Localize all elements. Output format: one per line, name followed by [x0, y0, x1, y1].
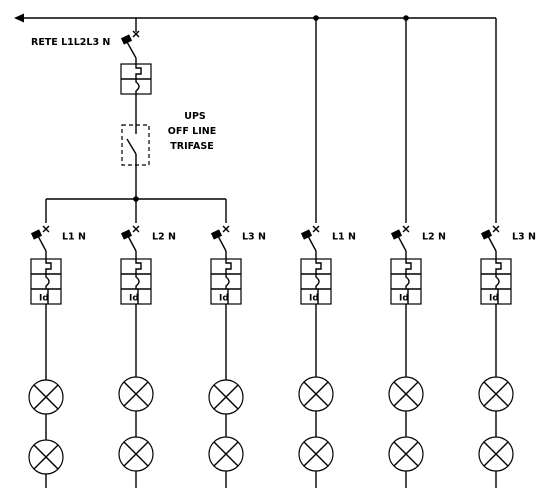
magnetic-trip-icon	[225, 274, 230, 289]
branch-phase-label: L2 N	[422, 232, 446, 243]
rcd-label: Id	[129, 294, 139, 304]
contact-cross-icon	[312, 225, 320, 233]
branch-phase-label: L1 N	[332, 232, 356, 243]
lamp-icon	[388, 436, 424, 472]
breaker-actuator-icon	[120, 229, 133, 240]
lamp-icon	[388, 376, 424, 412]
thermal-trip-icon	[45, 259, 52, 274]
magnetic-trip-icon	[405, 274, 410, 289]
branch-switch-blade	[487, 235, 497, 252]
ups-label-line-2: OFF LINE	[168, 126, 216, 137]
rcd-breaker-block: Id	[120, 258, 152, 305]
lamp-icon	[208, 436, 244, 472]
thermal-trip-icon	[225, 259, 232, 274]
direct-risers	[315, 18, 497, 223]
main-breaker	[120, 30, 152, 95]
lamp-icon	[118, 376, 154, 412]
thermal-trip-icon	[135, 259, 142, 274]
rcd-label: Id	[219, 294, 229, 304]
branch-circuit: L1 N Id	[28, 225, 86, 488]
branch-switch-blade	[307, 235, 317, 252]
breaker-actuator-icon	[210, 229, 223, 240]
lamp-icon	[298, 376, 334, 412]
branch-switch-blade	[217, 235, 227, 252]
rcd-breaker-block: Id	[300, 258, 332, 305]
contact-cross-icon	[402, 225, 410, 233]
branch-circuit: L2 N Id	[388, 225, 446, 488]
thermal-trip-icon	[135, 64, 142, 79]
supply-arrow-icon	[14, 13, 24, 23]
branch-circuit: L2 N Id	[118, 225, 176, 488]
branch-circuits: L1 N Id L2 N Id L3 N Id L1 N Id L2 N Id L3 N Id	[28, 225, 536, 488]
ups-label-line-1: UPS	[184, 111, 206, 122]
magnetic-trip-icon	[135, 274, 140, 289]
lamp-icon	[478, 436, 514, 472]
lamp-icon	[208, 379, 244, 415]
ups-switch-symbol	[121, 94, 150, 202]
contact-cross-icon	[132, 30, 140, 38]
breaker-actuator-icon	[30, 229, 43, 240]
ups-label-line-3: TRIFASE	[170, 141, 213, 152]
branch-circuit: L1 N Id	[298, 225, 356, 488]
magnetic-trip-icon	[135, 79, 140, 94]
thermal-trip-icon	[315, 259, 322, 274]
branch-switch-blade	[127, 235, 137, 252]
thermal-trip-icon	[405, 259, 412, 274]
breaker-actuator-icon	[120, 34, 133, 45]
lamp-icon	[28, 379, 64, 415]
rcd-label: Id	[489, 294, 499, 304]
rcd-label: Id	[309, 294, 319, 304]
ups-branch-stubs	[45, 199, 227, 223]
rcd-label: Id	[399, 294, 409, 304]
rcd-breaker-block: Id	[210, 258, 242, 305]
branch-phase-label: L2 N	[152, 232, 176, 243]
main-feed: RETE L1L2L3 N	[31, 18, 137, 66]
ups-label: UPS OFF LINE TRIFASE	[168, 111, 216, 152]
breaker-actuator-icon	[300, 229, 313, 240]
branch-circuit: L3 N Id	[208, 225, 266, 488]
magnetic-trip-icon	[495, 274, 500, 289]
magnetic-trip-icon	[45, 274, 50, 289]
branch-phase-label: L3 N	[512, 232, 536, 243]
branch-phase-label: L1 N	[62, 232, 86, 243]
lamp-icon	[118, 436, 154, 472]
rcd-breaker-block: Id	[30, 258, 62, 305]
branch-switch-blade	[37, 235, 47, 252]
contact-cross-icon	[42, 225, 50, 233]
branch-circuit: L3 N Id	[478, 225, 536, 488]
lamp-icon	[28, 439, 64, 475]
main-switch-blade	[126, 41, 137, 59]
rcd-label: Id	[39, 294, 49, 304]
rcd-breaker-block: Id	[480, 258, 512, 305]
breaker-block	[120, 63, 152, 95]
breaker-actuator-icon	[480, 229, 493, 240]
lamp-icon	[298, 436, 334, 472]
branch-phase-label: L3 N	[242, 232, 266, 243]
contact-cross-icon	[222, 225, 230, 233]
supply-label: RETE L1L2L3 N	[31, 37, 110, 48]
branch-switch-blade	[397, 235, 407, 252]
lamp-icon	[478, 376, 514, 412]
rcd-breaker-block: Id	[390, 258, 422, 305]
contact-cross-icon	[132, 225, 140, 233]
contact-cross-icon	[492, 225, 500, 233]
breaker-actuator-icon	[390, 229, 403, 240]
magnetic-trip-icon	[315, 274, 320, 289]
thermal-trip-icon	[495, 259, 502, 274]
main-supply-bus	[14, 13, 496, 23]
